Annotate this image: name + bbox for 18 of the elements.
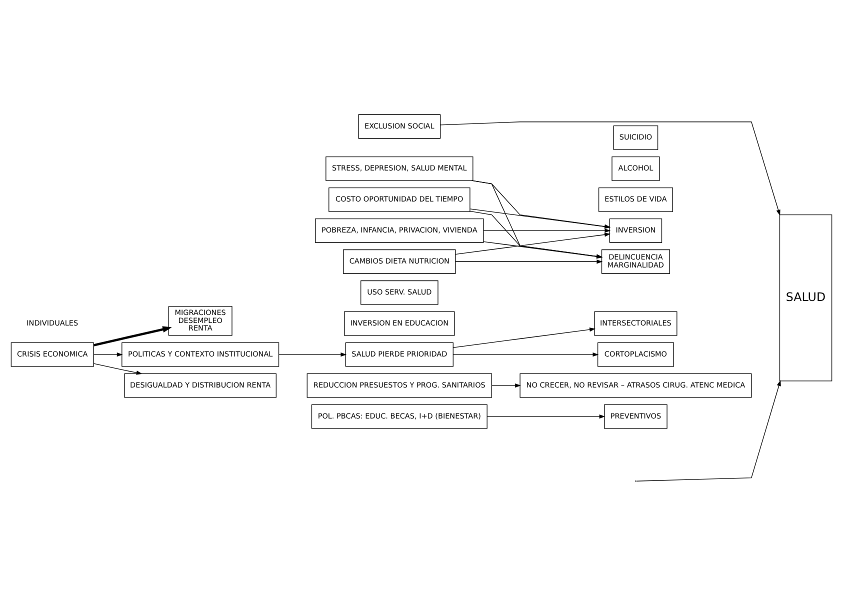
arrow	[93, 363, 142, 375]
arrow	[455, 232, 611, 255]
arrow	[483, 228, 611, 233]
arrow	[486, 414, 606, 419]
arrow	[491, 383, 522, 388]
arrow	[636, 380, 781, 482]
arrow	[452, 328, 596, 348]
arrow	[93, 352, 123, 357]
arrow	[472, 180, 602, 258]
arrow	[455, 260, 603, 264]
arrow	[278, 352, 347, 357]
node-box: SALUD	[779, 214, 832, 382]
arrow	[93, 326, 172, 346]
arrow	[453, 352, 599, 357]
arrow	[483, 241, 603, 259]
arrow	[470, 210, 602, 258]
arrow	[440, 122, 780, 216]
arrow	[470, 208, 611, 229]
